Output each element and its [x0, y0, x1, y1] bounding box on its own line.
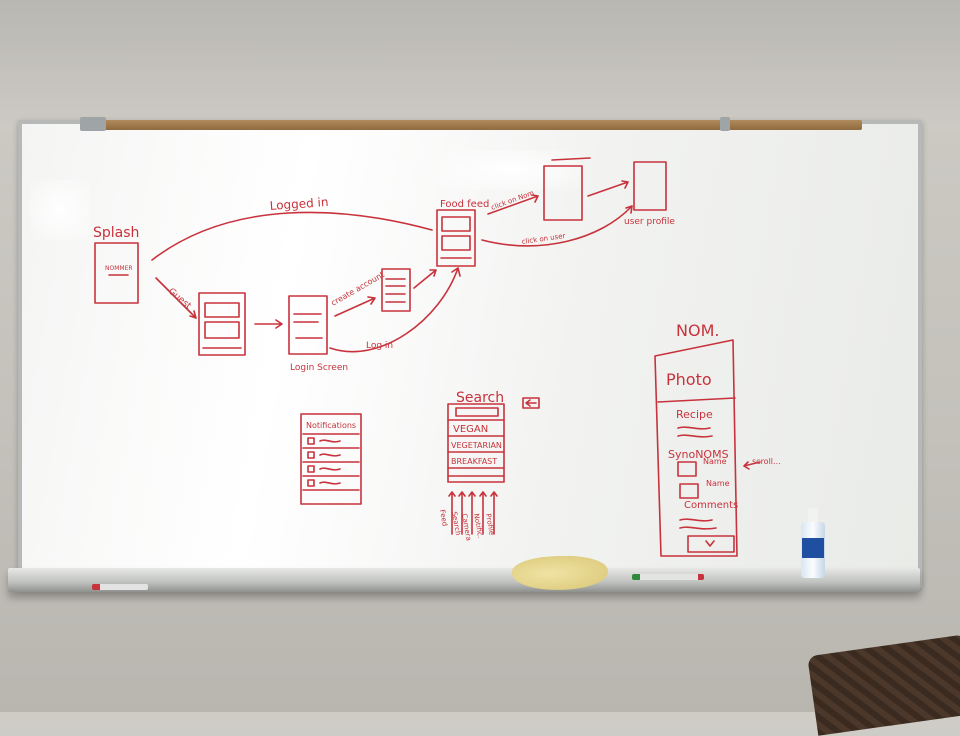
nav-arrows	[448, 491, 498, 535]
click-nom-arrow	[487, 194, 539, 215]
cleaner-spray-bottle[interactable]	[801, 508, 825, 578]
side-note: scroll...	[752, 457, 781, 466]
search-item: BREAKFAST	[451, 457, 497, 466]
create-account-sketch	[381, 268, 411, 312]
search-item: VEGAN	[453, 424, 488, 435]
nom-comments-label: Comments	[684, 500, 738, 511]
food-feed-sketch	[436, 209, 476, 267]
nom-button-sketch	[687, 535, 735, 553]
sketch-box	[204, 321, 240, 339]
notification-avatar	[307, 479, 315, 487]
user-profile-label: user profile	[624, 217, 675, 227]
whiteboard-drawing: Splash NOMMER Logged in Guest Login Scre…	[93, 157, 781, 557]
login-screen-label: Login Screen	[290, 363, 348, 373]
click-nom-label: click on Nom	[490, 189, 535, 212]
notification-avatar	[307, 437, 315, 445]
board-clip	[720, 117, 730, 131]
user-profile-sketch	[633, 161, 667, 211]
red-marker[interactable]	[92, 584, 148, 590]
create-account-label: create account	[330, 270, 386, 308]
login-screen-sketch	[288, 295, 328, 355]
logged-in-arrow	[151, 211, 433, 261]
click-user-arrow	[481, 205, 633, 247]
synonom-thumb	[677, 461, 697, 477]
log-in-arrow	[329, 267, 461, 353]
nom-synonoms-label: SynoNOMS	[668, 448, 729, 461]
scribble	[551, 157, 591, 161]
spray-cap	[808, 508, 818, 524]
back-arrow-sketch	[522, 397, 540, 409]
logged-in-label: Logged in	[269, 195, 329, 213]
nav-label: Feed	[438, 509, 449, 527]
notification-rows	[302, 433, 360, 491]
search-screen-sketch	[447, 403, 505, 483]
green-marker[interactable]	[632, 574, 676, 580]
login-signup-sketch	[198, 292, 246, 356]
synonom-thumb	[679, 483, 699, 499]
sketch-box	[204, 302, 240, 318]
sketch-box	[441, 235, 471, 251]
back-arrow	[525, 399, 537, 407]
nom-detail-sketch	[654, 339, 738, 557]
light-glare	[440, 150, 580, 190]
scribble	[385, 278, 406, 303]
synonom-name: Name	[706, 479, 730, 488]
notification-avatar	[307, 465, 315, 473]
search-item: VEGETARIAN	[451, 441, 502, 450]
splash-screen-sketch	[94, 242, 139, 304]
notifications-title: Notifications	[306, 421, 356, 430]
search-title: Search	[456, 390, 504, 406]
synonom-name: Name	[703, 457, 727, 466]
create-account-arrow	[334, 296, 376, 317]
guest-arrow	[155, 277, 197, 319]
arrow	[587, 180, 629, 197]
scribble	[679, 518, 717, 530]
divider	[657, 397, 736, 403]
arrow	[254, 319, 283, 329]
splash-label: Splash	[93, 225, 139, 241]
splash-name: NOMMER	[105, 265, 133, 272]
whiteboard	[18, 120, 922, 588]
scribble	[293, 313, 323, 339]
light-glare	[30, 180, 90, 240]
nav-label: Profile	[484, 513, 496, 536]
click-user-label: click on user	[521, 232, 566, 246]
red-marker[interactable]	[674, 574, 704, 580]
guest-label: Guest	[166, 287, 193, 312]
side-arrow	[743, 461, 761, 470]
chevron-down-icon	[705, 540, 715, 547]
marker-tray	[8, 568, 920, 592]
nom-title: NOM.	[676, 321, 719, 340]
search-rows	[447, 419, 505, 477]
notification-avatar	[307, 451, 315, 459]
notifications-sketch	[300, 413, 362, 505]
nom-recipe-label: Recipe	[676, 408, 713, 421]
board-clip	[80, 117, 106, 131]
search-bar-sketch	[455, 407, 499, 417]
log-in-label: Log in	[366, 341, 393, 351]
arrow	[413, 269, 437, 289]
cork-strip	[100, 120, 862, 130]
scribble	[677, 426, 713, 438]
food-feed-label: Food feed	[440, 199, 489, 210]
scribble	[319, 439, 341, 485]
wall	[0, 0, 960, 130]
bottle-label	[802, 538, 824, 558]
sketch-box	[441, 216, 471, 232]
nom-photo-label: Photo	[666, 370, 712, 389]
nom-page-sketch	[543, 165, 583, 221]
